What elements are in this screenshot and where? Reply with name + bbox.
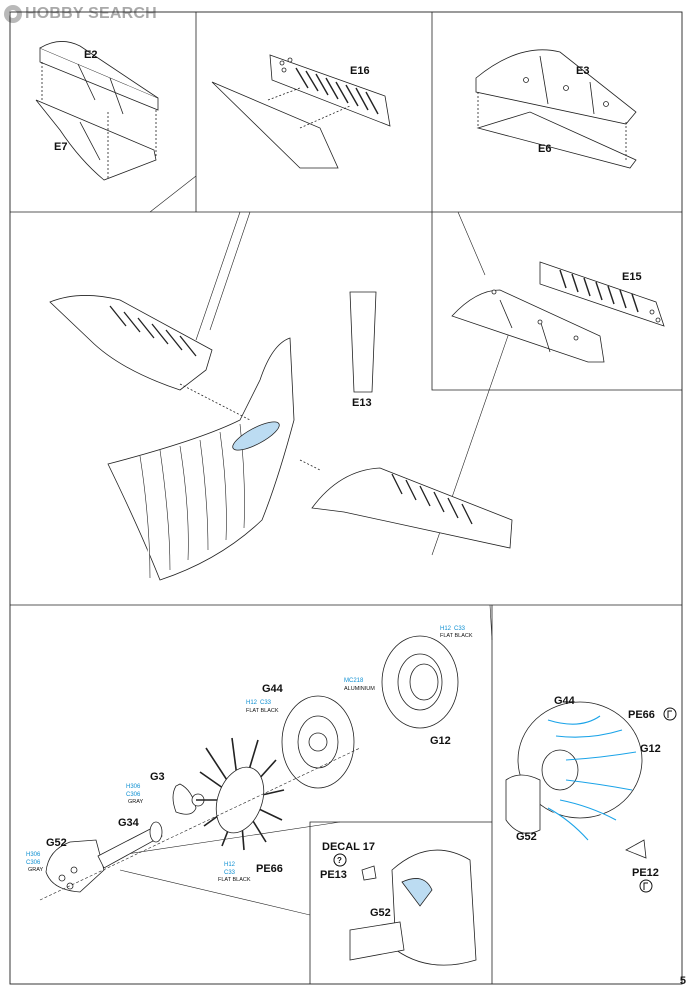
diagram-e16 bbox=[211, 54, 391, 169]
paint-g12-name: FLAT BLACK bbox=[440, 633, 473, 639]
diagram-e2-e7 bbox=[35, 41, 159, 181]
bend-arrow-icon bbox=[663, 707, 677, 721]
label-e6: E6 bbox=[538, 143, 551, 155]
paint-g3-code2: C306 bbox=[126, 792, 141, 798]
logo-text: HOBBY SEARCH bbox=[25, 5, 157, 22]
paint-callouts: H12 C33 FLAT BLACK MC218 ALUMINIUM H12 C… bbox=[26, 626, 473, 883]
paint-g52-name: GRAY bbox=[28, 867, 44, 873]
paint-mc218-code: MC218 bbox=[344, 678, 364, 684]
label-detail-g12: G12 bbox=[640, 743, 661, 755]
diagram-engine-exploded bbox=[39, 635, 459, 901]
label-g44: G44 bbox=[262, 683, 284, 695]
paint-g44-name: FLAT BLACK bbox=[246, 708, 279, 714]
paint-pe66-code: H12 bbox=[224, 862, 236, 868]
diagram-e15 bbox=[451, 261, 665, 363]
diagram-e3-e6 bbox=[475, 49, 637, 169]
logo-icon bbox=[4, 5, 22, 23]
diagram-decal-detail bbox=[333, 849, 477, 966]
label-e3: E3 bbox=[576, 65, 589, 77]
panel-detail-frame bbox=[309, 821, 492, 984]
question-circle-icon: ? bbox=[333, 853, 347, 867]
diagram-engine-assembled bbox=[505, 701, 647, 859]
paint-g44-code2: C33 bbox=[260, 700, 272, 706]
label-detail-g52: G52 bbox=[516, 831, 537, 843]
paint-g12-code2: C33 bbox=[454, 626, 466, 632]
label-pe66: PE66 bbox=[256, 863, 283, 875]
watermark-logo: HOBBY SEARCH bbox=[4, 3, 157, 25]
paint-g52-code2: C306 bbox=[26, 860, 41, 866]
panel-mid-right-frame bbox=[431, 212, 682, 391]
label-e13: E13 bbox=[352, 397, 372, 409]
label-e2: E2 bbox=[84, 49, 97, 61]
paint-g52-code: H306 bbox=[26, 852, 41, 858]
label-g12: G12 bbox=[430, 735, 451, 747]
label-detail-pe12: PE12 bbox=[632, 867, 659, 879]
paint-g3-code: H306 bbox=[126, 784, 141, 790]
label-pe13: PE13 bbox=[320, 869, 347, 881]
label-g52: G52 bbox=[46, 837, 67, 849]
label-detail-pe66: PE66 bbox=[628, 709, 655, 721]
instruction-icons: ? bbox=[333, 707, 677, 893]
paint-g44-code: H12 bbox=[246, 700, 258, 706]
label-g34: G34 bbox=[118, 817, 140, 829]
label-e7: E7 bbox=[54, 141, 67, 153]
sheet-frame bbox=[9, 11, 683, 985]
label-g3: G3 bbox=[150, 771, 165, 783]
page-number: 5 bbox=[679, 975, 686, 987]
part-labels: E2 E7 E16 E3 E6 E15 E13 G44 G3 G34 G52 G… bbox=[46, 49, 661, 919]
paint-g12-code: H12 bbox=[440, 626, 452, 632]
label-e16: E16 bbox=[350, 65, 370, 77]
paint-pe66-name: FLAT BLACK bbox=[218, 877, 251, 883]
bend-arrow-icon bbox=[639, 879, 653, 893]
label-e15: E15 bbox=[622, 271, 642, 283]
paint-g3-name: GRAY bbox=[128, 799, 144, 805]
label-detail-g44: G44 bbox=[554, 695, 576, 707]
label-detail-decal-g52: G52 bbox=[370, 907, 391, 919]
paint-mc218-name: ALUMINIUM bbox=[344, 686, 375, 692]
label-decal: DECAL 17 bbox=[322, 841, 375, 853]
svg-text:?: ? bbox=[337, 856, 342, 865]
diagram-tail bbox=[49, 291, 513, 581]
paint-pe66-code2: C33 bbox=[224, 870, 236, 876]
